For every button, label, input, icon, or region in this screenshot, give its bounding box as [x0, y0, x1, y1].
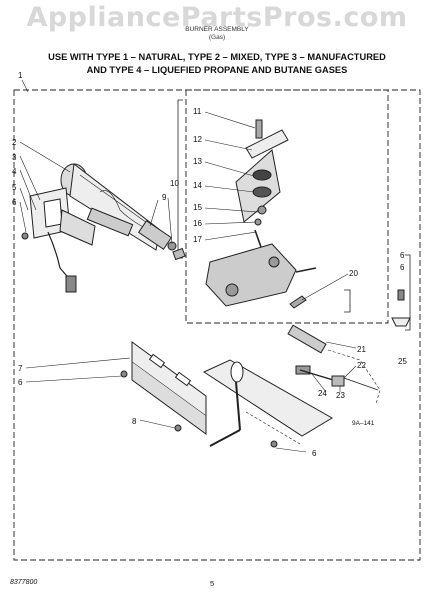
callout-23: 23	[336, 391, 345, 400]
heading-line-1: USE WITH TYPE 1 – NATURAL, TYPE 2 – MIXE…	[48, 52, 386, 62]
screw-20	[289, 295, 307, 309]
callout-1: 1	[18, 71, 23, 80]
burner-bracket	[29, 187, 96, 246]
callout-9: 9	[162, 193, 167, 202]
screw-bracket	[405, 254, 411, 331]
valve-detail-frame	[185, 89, 389, 324]
callout-6-bottom: 6	[312, 449, 317, 458]
part-20-bracket	[344, 289, 351, 313]
screw-bottom-6	[270, 440, 278, 448]
mounting-bracket	[120, 341, 207, 435]
page-number: 5	[210, 579, 215, 588]
gas-valve-assembly	[205, 119, 317, 307]
callout-2: 2	[12, 138, 17, 147]
callout-6-left: 6	[12, 198, 17, 207]
igniter	[47, 207, 134, 293]
leader-lines	[19, 79, 357, 453]
callout-25: 25	[398, 357, 407, 366]
callout-13: 13	[193, 157, 202, 166]
diagram-reference-code: 9A–141	[352, 420, 375, 427]
callout-6-right-a: 6	[400, 251, 405, 260]
callout-22: 22	[357, 361, 366, 370]
heading-line-2: AND TYPE 4 – LIQUEFIED PROPANE AND BUTAN…	[86, 65, 348, 75]
callout-16: 16	[193, 219, 202, 228]
callout-14: 14	[193, 181, 202, 190]
manifold-bracket	[174, 359, 333, 447]
callout-6-right-b: 6	[400, 263, 405, 272]
callout-12: 12	[193, 135, 202, 144]
callout-21: 21	[357, 345, 366, 354]
diagram-subtitle: BURNER ASSEMBLY	[185, 26, 249, 33]
screw-3	[21, 232, 29, 240]
callout-20: 20	[349, 269, 358, 278]
screw-25	[391, 289, 411, 327]
dashed-routing	[245, 349, 381, 445]
watermark: AppliancePartsPros.com	[26, 2, 408, 33]
callout-3: 3	[12, 153, 17, 162]
callout-5: 5	[12, 183, 17, 192]
outer-frame	[13, 89, 421, 561]
callout-24: 24	[318, 389, 327, 398]
callout-6-lower: 6	[18, 378, 23, 387]
callout-15: 15	[193, 203, 202, 212]
flame-sensor	[287, 324, 379, 391]
callout-17: 17	[193, 235, 202, 244]
callout-7: 7	[18, 364, 23, 373]
burner-tube	[60, 163, 177, 251]
callout-11: 11	[193, 107, 202, 116]
callout-8: 8	[132, 417, 137, 426]
callout-10: 10	[170, 179, 179, 188]
orifice	[172, 247, 186, 261]
callout-4: 4	[12, 167, 17, 176]
diagram-subtitle-gas: (Gas)	[208, 34, 226, 41]
part-number-code: 8377800	[10, 579, 38, 586]
